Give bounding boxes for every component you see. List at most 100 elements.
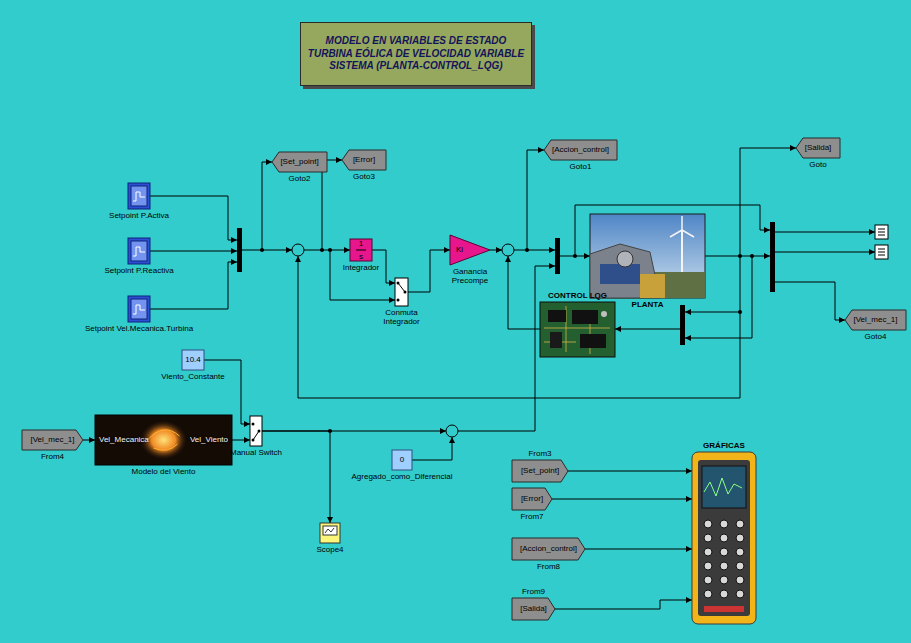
block-shape (395, 278, 408, 306)
photo-sky (590, 214, 705, 298)
block-label: Modelo del Viento (132, 467, 196, 476)
scope-button (704, 590, 712, 598)
block-shape (540, 302, 615, 357)
block-label: Setpoint P.Activa (109, 211, 169, 220)
block-text: [Accion_control] (552, 145, 609, 154)
scope-button (720, 562, 728, 570)
signal-connector (83, 440, 95, 441)
signal-builder-block: Setpoint P.Activa (128, 183, 150, 209)
terminator-body (875, 245, 888, 259)
scope-button (720, 576, 728, 584)
block-shape (128, 296, 150, 322)
board-part (601, 311, 607, 317)
signal-connector (552, 499, 692, 500)
from-tag: [Set_point]From3 (512, 460, 568, 482)
signal-wire (685, 312, 740, 313)
signal-wire (330, 250, 395, 300)
signal-wire (242, 250, 292, 251)
scope-button (720, 590, 728, 598)
block-label: From9 (522, 587, 545, 596)
signal-icon (133, 192, 145, 201)
graphs-display-block: GRÁFICAS (692, 452, 756, 624)
diagram-title: MODELO EN VARIABLES DE ESTADO TURBINA EÓ… (307, 35, 525, 73)
branch-dot (738, 254, 742, 258)
scope-button (736, 534, 744, 542)
branch-dot (328, 248, 332, 252)
branch-dot (320, 248, 324, 252)
scope-panel (698, 460, 750, 616)
gear-part (617, 251, 633, 267)
switch-lever (253, 431, 259, 440)
signal-wire (298, 256, 740, 398)
machinery-part (640, 274, 665, 298)
sun-swirl (148, 430, 180, 450)
block-text: [Set_point] (521, 466, 559, 475)
signal-wire (740, 148, 741, 398)
signal-builder-block: Setpoint P.Reactiva (128, 238, 150, 264)
block-face (131, 241, 147, 261)
sum-junction (292, 244, 304, 256)
block-label: From8 (537, 562, 560, 571)
from-tag: [Error]From7 (512, 488, 552, 510)
turbine-tower (681, 230, 683, 272)
gain-triangle (450, 235, 490, 265)
switch-contact (397, 299, 400, 302)
signal-wire (412, 437, 452, 460)
scope-button (704, 606, 744, 612)
block-label: Integrador (343, 263, 379, 272)
block-label: Goto2 (289, 174, 311, 183)
block-label: Viento_Constante (161, 372, 224, 381)
scope-button (736, 520, 744, 528)
tag-outline (796, 138, 840, 158)
signal-wire (775, 282, 845, 320)
mux-bar (680, 305, 685, 345)
block-label: Goto (809, 160, 826, 169)
goto-tag: [Set_point]Goto2 (272, 152, 327, 172)
block-shape (590, 214, 705, 298)
block-shape (250, 416, 262, 446)
chip (550, 332, 562, 348)
scope-button (736, 590, 744, 598)
block-text: [Error] (521, 494, 543, 503)
block-label: Setpoint P.Reactiva (104, 266, 173, 275)
block-label: Scope4 (316, 545, 343, 554)
goto-tag: [Vel_mec_1]Goto4 (845, 310, 906, 330)
terminator-block (875, 245, 888, 259)
block-face (131, 299, 147, 319)
constant-block: 10.4Viento_Constante (182, 350, 204, 370)
signal-wire (775, 232, 875, 233)
signal-builder-block: Setpoint Vel.Mecanica.Turbina (128, 296, 150, 322)
board-traces (544, 306, 610, 354)
block-label: GRÁFICAS (703, 441, 745, 450)
block-label: Agregado_como_Diferencial (352, 472, 453, 481)
signal-wire (150, 251, 237, 252)
branch-dot (525, 248, 529, 252)
scope-button (720, 548, 728, 556)
switch-block: Conmuta Integrador (395, 278, 408, 306)
switch-contact (252, 423, 255, 426)
constant-block: 0Agregado_como_Diferencial (392, 450, 412, 470)
from-tag: [Vel_mec_1]From4 (22, 430, 83, 450)
from-tag: [Accion_control]From8 (512, 538, 585, 560)
signal-icon (133, 247, 145, 256)
signal-connector (408, 250, 450, 292)
scope-trace (704, 478, 742, 496)
scope-trace (325, 528, 334, 533)
scope-housing (692, 452, 756, 624)
block-label: Ganancia Precompe (438, 267, 502, 285)
chip (548, 310, 566, 322)
tag-outline (512, 488, 552, 510)
scope-button (704, 534, 712, 542)
signal-wire (740, 148, 796, 149)
connector-layer (83, 250, 692, 609)
from-tag: [Salida]From9 (512, 598, 555, 620)
signal-connector (232, 440, 250, 441)
block-body (392, 450, 412, 470)
block-body (128, 238, 150, 264)
block-text: [Salida] (805, 143, 832, 152)
block-text: [Salida] (520, 604, 547, 613)
tag-outline (512, 538, 585, 560)
tag-outline (544, 140, 617, 160)
scope-button (720, 534, 728, 542)
circuit-board (540, 302, 615, 357)
